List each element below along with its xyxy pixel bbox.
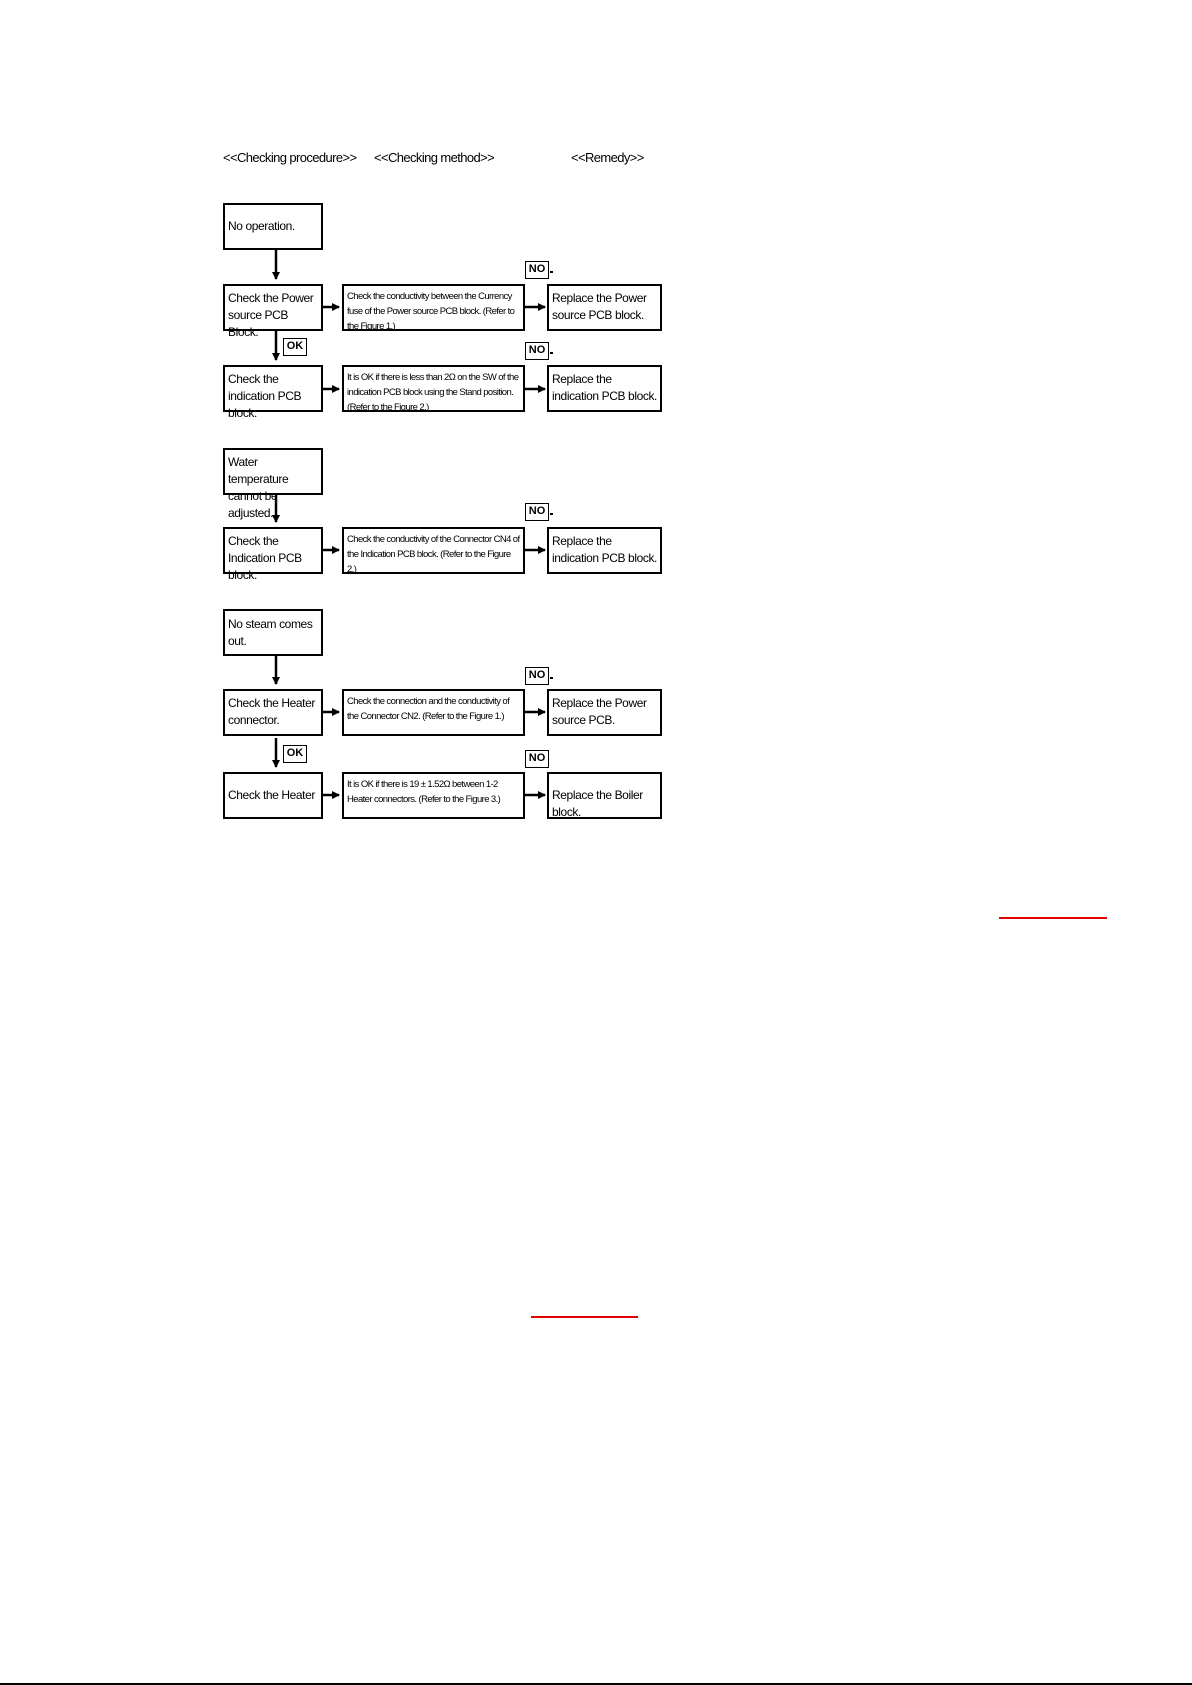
method-box-heater-resistance: It is OK if there is 19 ± 1.52Ω between … — [342, 772, 525, 819]
no-tag: NO — [525, 342, 549, 360]
link-underline[interactable] — [999, 917, 1107, 919]
no-tag: NO — [525, 667, 549, 685]
page-bottom-rule — [0, 1683, 1192, 1685]
ok-tag: OK — [283, 745, 307, 763]
no-tag: NO — [525, 503, 549, 521]
header-remedy: <<Remedy>> — [571, 150, 644, 165]
no-tag: NO — [525, 750, 549, 768]
link-underline[interactable] — [531, 1316, 638, 1318]
procedure-box-power-source-pcb: Check the Power source PCB Block. — [223, 284, 323, 339]
method-box-power-source-fuse: Check the conductivity between the Curre… — [342, 284, 525, 332]
no-tag: NO — [525, 261, 549, 279]
remedy-box-replace-power-source-pcb: Replace the Power source PCB. — [547, 689, 662, 736]
method-box-connector-cn2: Check the connection and the conductivit… — [342, 689, 525, 736]
remedy-box-replace-power-source-pcb-block: Replace the Power source PCB block. — [547, 284, 662, 331]
no-tag-marker — [550, 513, 553, 515]
remedy-box-replace-indication-pcb-block: Replace the indication PCB block. — [547, 527, 662, 574]
no-tag-marker — [550, 271, 553, 273]
no-tag-marker — [550, 677, 553, 679]
remedy-box-replace-indication-pcb-block: Replace the indication PCB block. — [547, 365, 662, 412]
procedure-box-heater-connector: Check the Heater connector. — [223, 689, 323, 736]
procedure-box-indication-pcb: Check the Indication PCB block. — [223, 527, 323, 582]
procedure-box-heater: Check the Heater — [223, 772, 323, 819]
header-checking-method: <<Checking method>> — [374, 150, 495, 165]
header-checking-procedure: <<Checking procedure>> — [223, 150, 357, 165]
ok-tag: OK — [283, 338, 307, 356]
start-box-water-temperature: Water temperature cannot be adjusted. — [223, 448, 323, 520]
procedure-box-indication-pcb: Check the indication PCB block. — [223, 365, 323, 420]
no-tag-marker — [550, 352, 553, 354]
start-box-no-steam: No steam comes out. — [223, 609, 323, 656]
start-box-no-operation: No operation. — [223, 203, 323, 250]
method-box-indication-sw: It is OK if there is less than 2Ω on the… — [342, 365, 525, 413]
remedy-box-replace-boiler-block: Replace the Boiler block. — [547, 772, 662, 819]
method-box-connector-cn4: Check the conductivity of the Connector … — [342, 527, 525, 575]
